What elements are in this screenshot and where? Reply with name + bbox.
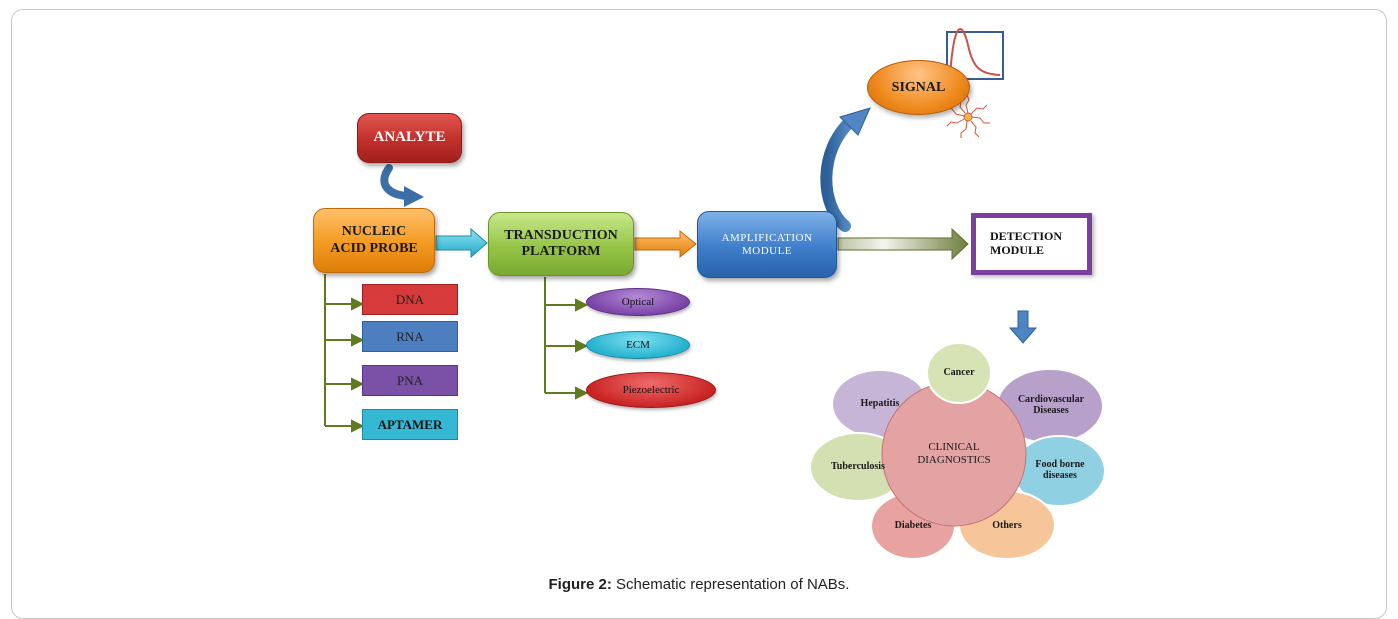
probe-type-pna: PNA [362,365,458,396]
probe-type-aptamer: APTAMER [362,409,458,440]
transduction-line1: TRANSDUCTION [504,227,618,243]
clinical-item-others: Others [962,512,1052,540]
clinical-item-cardiovascular: Cardiovascular Diseases [1000,387,1102,423]
nucleic-acid-probe-box: NUCLEIC ACID PROBE [313,208,435,273]
caption-label: Figure 2: [548,576,612,593]
transduction-to-amplification-arrow [634,229,697,259]
detection-line1: DETECTION [990,229,1063,244]
amplification-to-detection-arrow [837,227,969,261]
transduction-tree-lines [544,277,589,400]
signal-ellipse: SIGNAL [867,60,970,115]
transduction-type-optical: Optical [586,288,690,316]
detection-to-clinical-arrow [1008,310,1038,344]
amplification-to-signal-arrow [820,114,858,232]
analyte-box: ANALYTE [357,113,462,163]
clinical-item-hepatitis: Hepatitis [835,390,925,418]
amplification-line1: AMPLIFICATION [721,231,813,244]
transduction-type-piezoelectric: Piezoelectric [586,372,716,408]
probe-type-rna: RNA [362,321,458,352]
transduction-platform-box: TRANSDUCTION PLATFORM [488,212,634,276]
clinical-item-foodborne: Food borne diseases [1015,452,1105,488]
nanoparticle-icon [945,94,990,138]
caption-text: Schematic representation of NABs. [611,576,850,593]
clinical-item-cancer: Cancer [929,358,989,388]
signal-label: SIGNAL [891,79,946,95]
clinical-center-line2: DIAGNOSTICS [917,454,991,466]
probe-type-dna: DNA [362,284,458,315]
nucleic-probe-line2: ACID PROBE [330,240,418,256]
clinical-item-label: Food borne [1035,458,1085,470]
clinical-item-label: Hepatitis [860,398,900,410]
clinical-center-label: CLINICAL DIAGNOSTICS [894,426,1014,482]
clinical-item-label: Diabetes [894,520,932,532]
probe-to-transduction-arrow [435,227,488,259]
signal-peak-chart-icon [946,27,1004,80]
clinical-petals [809,342,1106,560]
analyte-label: ANALYTE [373,129,446,146]
clinical-item-label-2: diseases [1043,470,1077,481]
clinical-item-diabetes: Diabetes [873,512,953,540]
amplification-line2: MODULE [741,244,793,257]
amplification-module-box: AMPLIFICATION MODULE [697,211,837,278]
clinical-item-label: Cancer [943,367,975,379]
detection-line2: MODULE [990,243,1044,257]
clinical-item-label: Tuberculosis [831,461,885,473]
detection-module-box: DETECTION MODULE [971,213,1092,275]
figure-caption: Figure 2: Schematic representation of NA… [0,576,1398,593]
clinical-item-label: Others [992,520,1022,532]
clinical-item-label: Cardiovascular [1017,393,1085,405]
clinical-item-label-2: Diseases [1033,405,1069,416]
signal-arrow-head [839,107,871,136]
probe-tree-lines [324,274,365,433]
petal-cancer [926,342,992,404]
transduction-line2: PLATFORM [521,244,601,259]
transduction-type-ecm: ECM [586,331,690,359]
nucleic-probe-line1: NUCLEIC [341,224,407,240]
analyte-arrow-head [404,186,424,207]
clinical-item-tuberculosis: Tuberculosis [810,453,906,481]
clinical-center-line1: CLINICAL [928,441,980,454]
connector-layer [324,27,1106,560]
